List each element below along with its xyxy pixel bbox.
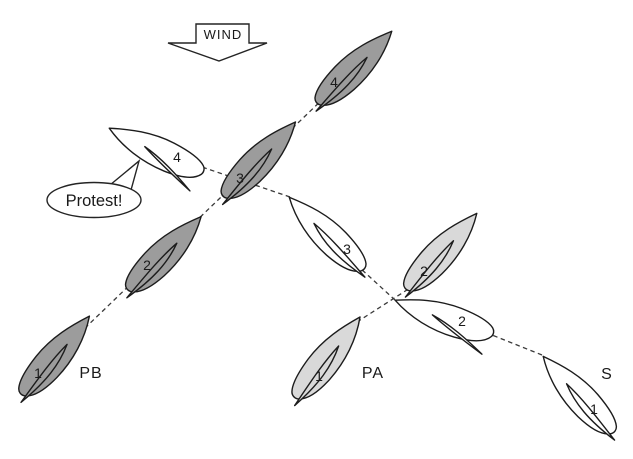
boat-pa-2-number: 2 xyxy=(420,263,428,279)
wind-arrow-shape xyxy=(167,23,268,62)
label-pa: PA xyxy=(362,365,384,382)
boat-pb-1-number: 1 xyxy=(34,365,42,381)
boat-s-1-number: 1 xyxy=(590,401,598,417)
boat-s-2 xyxy=(387,285,499,357)
track-s-segment-1 xyxy=(491,334,543,356)
track-s-segment-2 xyxy=(359,267,396,301)
protest-label: Protest! xyxy=(66,192,123,210)
boat-s-2-number: 2 xyxy=(458,313,466,329)
boat-pb-2 xyxy=(113,205,213,307)
boat-pb-2-number: 2 xyxy=(143,257,151,273)
boat-pa-2 xyxy=(391,202,489,306)
boat-pa-1-number: 1 xyxy=(315,368,323,384)
boat-pb-3-number: 3 xyxy=(236,170,244,186)
wind-arrow: WIND xyxy=(167,23,268,62)
boat-pa-1 xyxy=(279,307,373,414)
boat-s-4-number: 4 xyxy=(173,149,181,165)
protest-bubble: Protest! xyxy=(46,159,142,219)
protest-bubble-shape xyxy=(46,181,142,219)
label-pb: PB xyxy=(79,365,102,382)
boat-s-1 xyxy=(531,345,629,449)
boat-s-3-number: 3 xyxy=(343,241,351,257)
boat-pb-3 xyxy=(208,111,307,214)
track-pa xyxy=(356,287,411,323)
track-pb xyxy=(55,67,356,357)
boat-s-3 xyxy=(278,185,379,287)
boat-pb-1 xyxy=(6,305,102,411)
boat-pb-4 xyxy=(302,19,403,121)
label-s: S xyxy=(601,366,613,383)
wind-label: WIND xyxy=(204,27,243,42)
boat-pb-4-number: 4 xyxy=(330,74,338,90)
